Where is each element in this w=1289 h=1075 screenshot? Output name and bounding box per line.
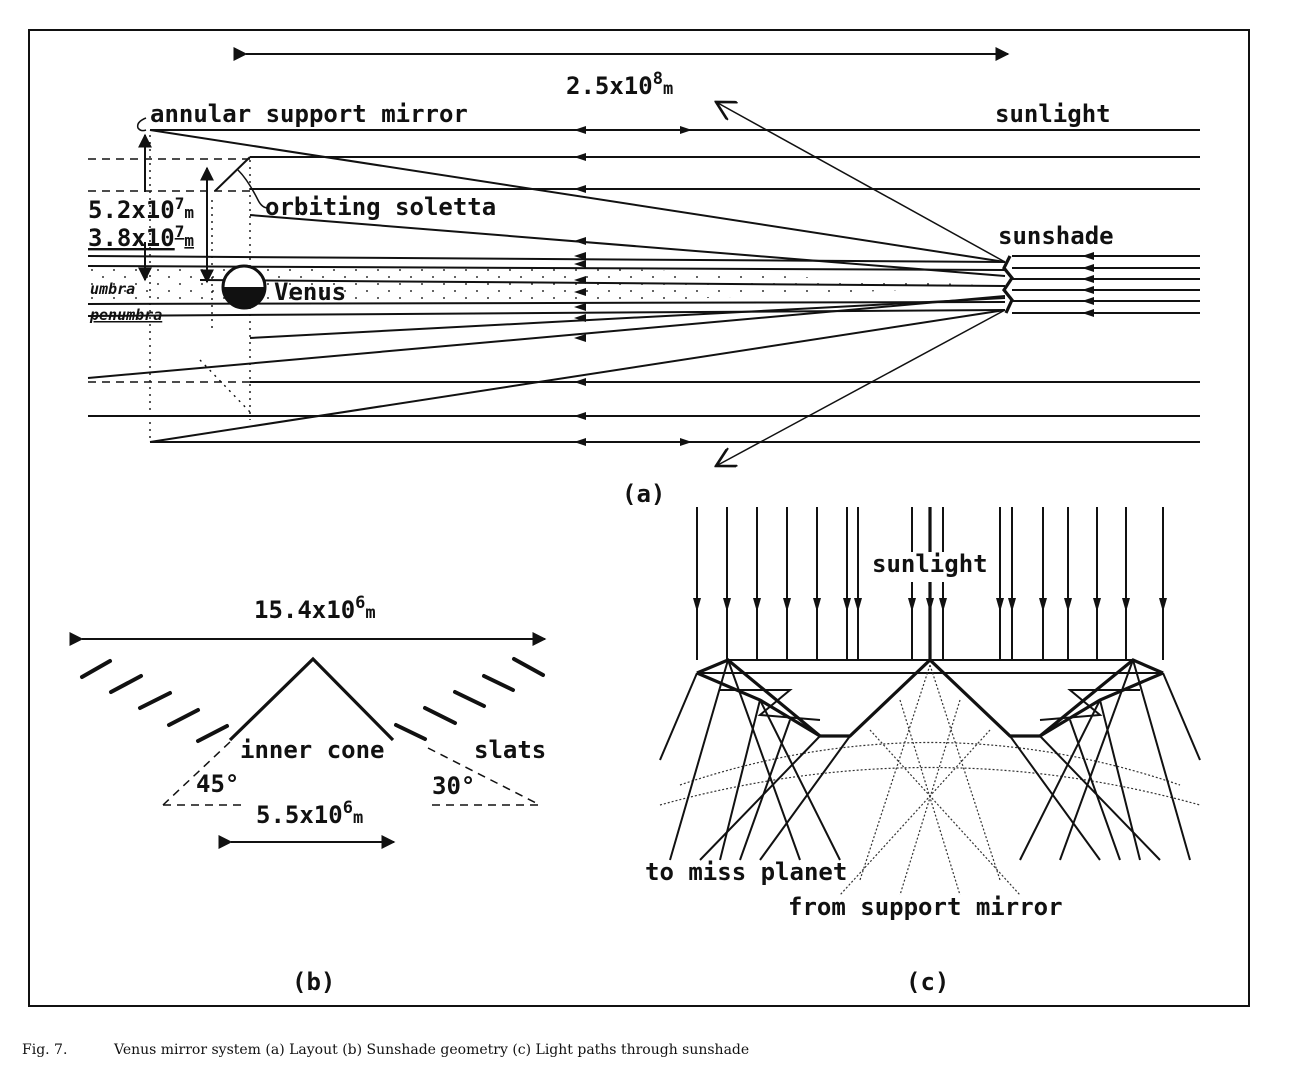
incoming-sunlight-rays — [693, 507, 1167, 660]
soletta-label: orbiting soletta — [265, 193, 496, 221]
umbra-region — [88, 266, 1005, 304]
radius-inner-label: 3.8x107m — [88, 222, 194, 252]
radius-outer-label: 5.2x107m — [88, 194, 194, 224]
sunlight-ray-arrowhead — [1039, 598, 1047, 612]
inner-cone — [228, 656, 395, 742]
sunshade — [1002, 255, 1014, 314]
soletta-pointer — [237, 169, 269, 209]
sunlight-ray-arrowhead — [693, 598, 701, 612]
angle-slats-label: 30° — [432, 772, 475, 800]
venus-planet — [221, 264, 267, 310]
sunlight-ray-arrowhead — [1008, 598, 1016, 612]
penumbra-label: penumbra — [89, 306, 162, 324]
scatter-ray-up — [716, 102, 1006, 263]
outer-width-label: 15.4x106m — [254, 593, 376, 624]
panel-c-light-paths: sunlight to miss planet from support mir… — [645, 507, 1201, 996]
caption-number: Fig. 7. — [22, 1042, 68, 1058]
sunshade-rays — [1012, 252, 1200, 317]
sunlight-label-a: sunlight — [995, 100, 1111, 128]
annular-mirror-label: annular support mirror — [150, 100, 468, 128]
sunlight-ray-arrowhead — [723, 598, 731, 612]
sunlight-label-c: sunlight — [872, 550, 988, 578]
sunlight-ray-arrowhead — [1093, 598, 1101, 612]
angle-cone-label: 45° — [196, 770, 239, 798]
sunlight-ray-arrowhead — [783, 598, 791, 612]
panel-a-label: (a) — [622, 480, 665, 508]
panel-b-sunshade-geometry: 15.4x106m inner cone slats 45° 30° 5.5x1… — [69, 593, 547, 996]
sunlight-ray-arrowhead — [753, 598, 761, 612]
figure-frame — [28, 29, 1250, 1007]
inner-cone-label: inner cone — [240, 736, 385, 764]
miss-planet-label: to miss planet — [645, 858, 847, 886]
sunlight-ray-arrowhead — [908, 598, 916, 612]
cone-angle-dash — [162, 741, 231, 806]
deflected-rays — [659, 659, 1201, 861]
sunshade-label: sunshade — [998, 222, 1114, 250]
inner-width-label: 5.5x106m — [256, 798, 363, 829]
sunlight-rays — [88, 129, 1200, 443]
annular-mirror-pointer — [136, 117, 147, 132]
panel-c-label: (c) — [906, 968, 949, 996]
sunlight-ray-arrowhead — [996, 598, 1004, 612]
sunlight-ray-arrowhead — [813, 598, 821, 612]
panel-a-layout: 2.5x108m — [87, 47, 1200, 508]
support-mirror-rays — [659, 664, 1201, 896]
ref-dot-diag — [199, 359, 251, 413]
figure-caption: Fig. 7. Venus mirror system (a) Layout (b… — [22, 1042, 749, 1058]
scatter-ray-down — [716, 309, 1006, 466]
sunlight-ray-arrowhead — [843, 598, 851, 612]
slats-label: slats — [474, 736, 546, 764]
support-mirror-label: from support mirror — [788, 893, 1063, 921]
sunlight-ray-arrowhead — [1064, 598, 1072, 612]
sunlight-ray-arrowhead — [939, 598, 947, 612]
slat-angle-dash — [427, 747, 541, 806]
sunlight-ray-arrowhead — [1159, 598, 1167, 612]
orbiting-soletta — [214, 156, 251, 192]
panel-b-label: (b) — [292, 968, 335, 996]
sunlight-ray-arrowhead — [854, 598, 862, 612]
umbra-label: umbra — [90, 280, 135, 298]
sunshade-structure — [696, 657, 1164, 738]
distance-label: 2.5x108m — [566, 69, 673, 100]
slats — [80, 657, 545, 743]
sunlight-ray-arrowhead — [1122, 598, 1130, 612]
venus-label: Venus — [274, 278, 346, 306]
caption-text: Venus mirror system (a) Layout (b) Sunsh… — [114, 1042, 750, 1058]
sunlight-ray-arrowhead — [926, 598, 934, 612]
